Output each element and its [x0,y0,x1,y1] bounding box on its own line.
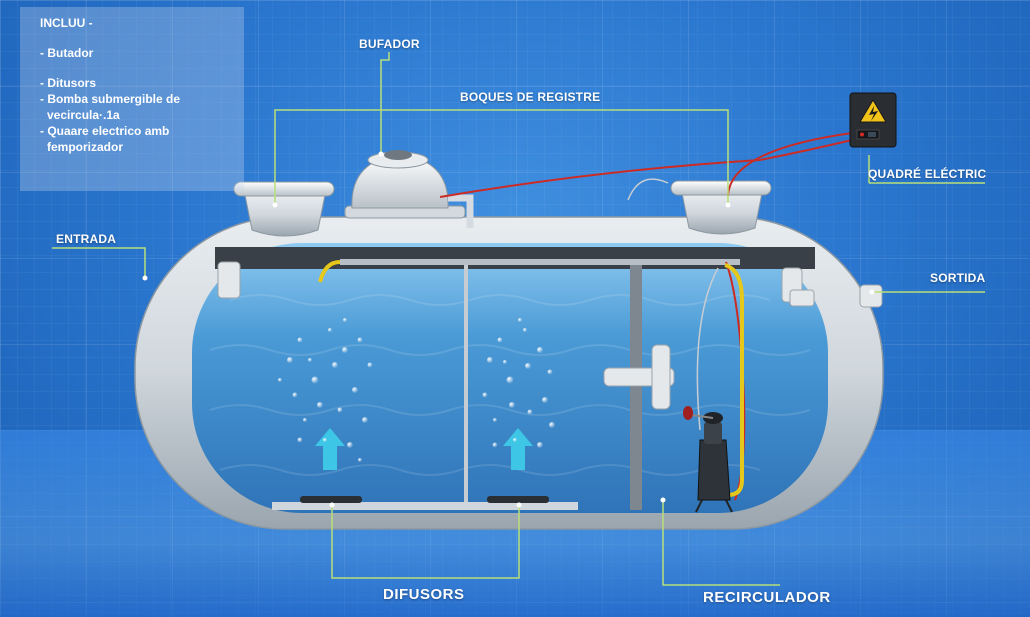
blower [344,150,474,228]
inlet-pipe [217,261,241,299]
outlet-pipe [781,267,883,308]
included-item: - Butador [40,46,94,60]
electrical-panel [849,92,897,148]
included-item: - Quaare electrico amb [40,124,170,138]
manhole-left [233,181,335,237]
air-flow-arrow-right [503,428,533,470]
recirculation-hose [724,263,744,497]
leader-endpoints [142,151,875,508]
air-flow-arrow-left [315,428,345,470]
manholes-label: BOQUES DE REGISTRE [460,90,601,104]
included-items-title: INCLUU - [40,16,93,30]
inlet-label: ENTRADA [56,232,117,246]
electrical-panel-label: QUADRÉ ELÉCTRIC [868,167,987,181]
diffuser-left [300,496,362,503]
tee-fitting [603,344,675,410]
manhole-right [670,180,772,235]
recirculator-label: RECIRCULADOR [703,589,831,606]
air-pipe [318,259,740,283]
air-bubbles-right [482,318,555,448]
included-item: femporizador [47,140,124,154]
leader-lines [52,52,985,586]
included-item: - Ditusors [40,76,97,90]
air-bubbles-left [278,318,373,462]
electrical-hazard-icon [859,99,887,123]
outlet-label: SORTIDA [930,271,986,285]
included-items-panel: INCLUU - - Butador - Ditusors - Bomba su… [20,7,244,191]
included-item: vecircula·.1a [47,108,120,122]
diffuser-right [487,496,549,503]
blower-label: BUFADOR [359,37,420,51]
included-item: - Bomba submergible de [40,92,181,106]
diffusers-label: DIFUSORS [383,586,465,603]
gray-cable [627,178,719,431]
submersible-pump [683,406,733,513]
